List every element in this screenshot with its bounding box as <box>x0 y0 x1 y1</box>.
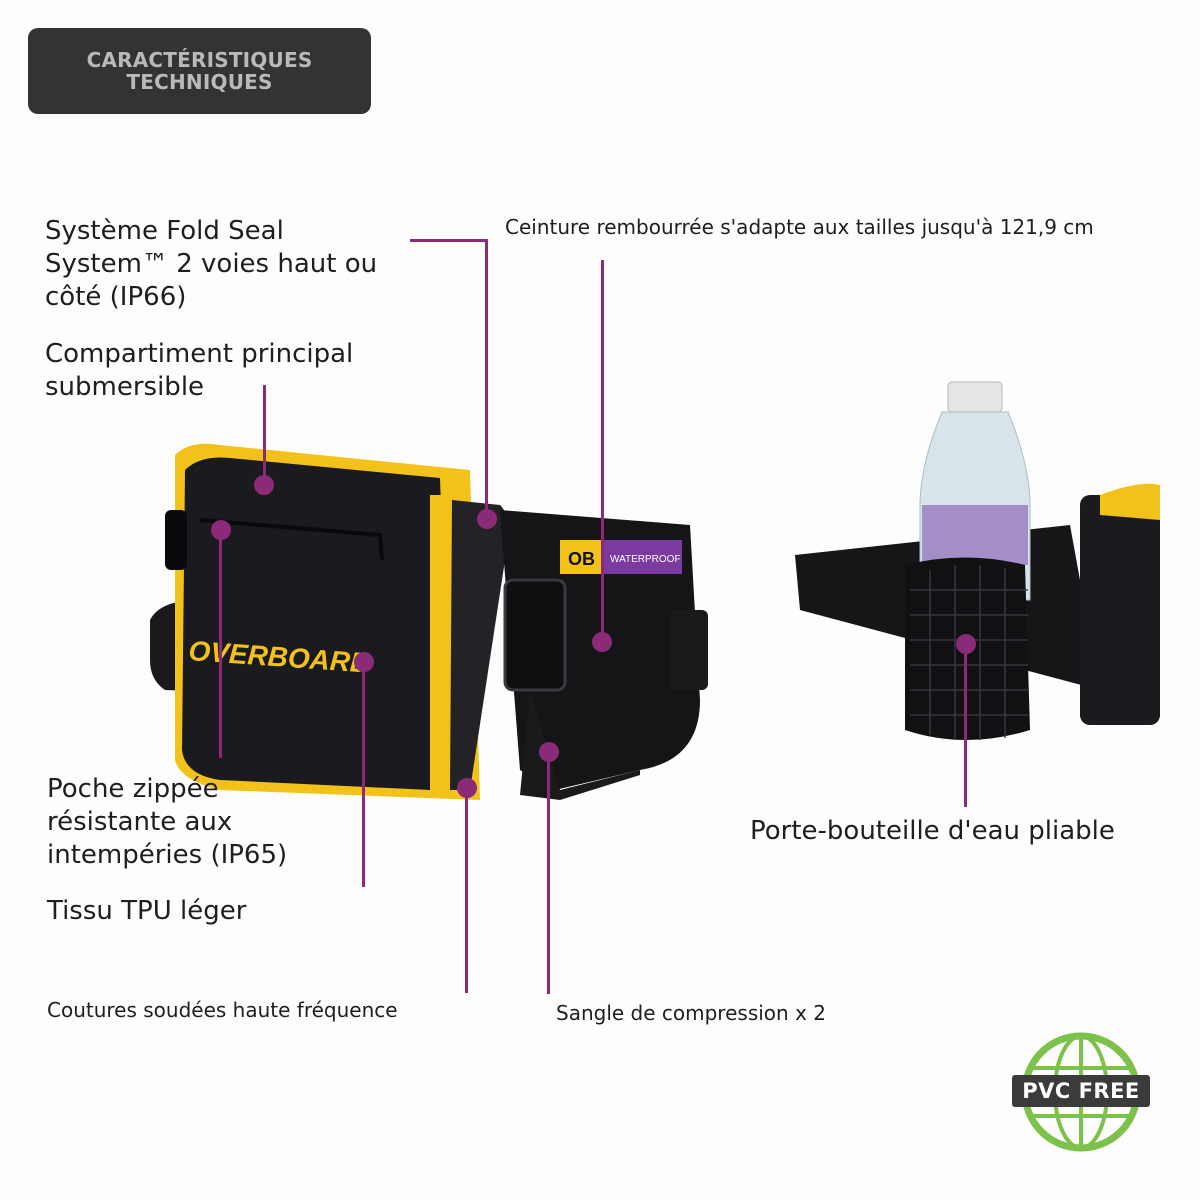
right-bag-body <box>1080 495 1160 725</box>
bag-main-body <box>182 457 450 790</box>
callout-line-bottle <box>964 645 967 807</box>
label-bottle-holder: Porte-bouteille d'eau pliable <box>750 816 1115 846</box>
label-fold-seal-line-1: Système Fold Seal <box>45 216 284 246</box>
callout-dot-belt <box>592 632 612 652</box>
label-compartment-line-2: submersible <box>45 372 205 402</box>
pvc-free-badge: PVC FREE <box>1012 1075 1150 1107</box>
callout-line-belt <box>601 260 604 640</box>
badge-line-1: CARACTÉRISTIQUES <box>86 48 313 72</box>
label-zip-pocket: Poche zippée résistante aux intempéries … <box>47 773 287 872</box>
label-zip-line-2: résistante aux <box>47 807 233 837</box>
label-compartment-line-1: Compartiment principal <box>45 339 354 369</box>
zipper-line <box>199 518 384 561</box>
callout-line-fold-seal-h <box>410 239 488 242</box>
right-bag-yellow <box>1100 483 1160 520</box>
callout-dot-tpu <box>354 652 374 672</box>
callout-line-strap <box>547 752 550 994</box>
label-zip-line-1: Poche zippée <box>47 774 219 804</box>
label-fold-seal-line-3: côté (IP66) <box>45 282 187 312</box>
label-main-compartment: Compartiment principal submersible <box>45 338 353 404</box>
bottle-label <box>922 505 1028 565</box>
callout-dot-zip <box>211 520 231 540</box>
callout-dot-fold-seal <box>477 509 497 529</box>
callout-line-seams <box>465 788 468 993</box>
tag-purple <box>602 540 682 574</box>
callout-line-tpu <box>362 662 365 887</box>
label-tpu: Tissu TPU léger <box>47 896 247 926</box>
side-strap <box>670 610 708 690</box>
label-fold-seal: Système Fold Seal System™ 2 voies haut o… <box>45 215 377 314</box>
callout-dot-bottle <box>956 634 976 654</box>
label-fold-seal-line-2: System™ 2 voies haut ou <box>45 249 378 279</box>
badge-line-2: TECHNIQUES <box>126 70 273 94</box>
callout-dot-compartment <box>254 475 274 495</box>
label-belt: Ceinture rembourrée s'adapte aux tailles… <box>505 215 1094 239</box>
tag-word-text: WATERPROOF <box>610 554 681 565</box>
zipper-pull <box>165 510 187 570</box>
label-strap: Sangle de compression x 2 <box>556 1001 826 1025</box>
bag-seam-stripe <box>430 495 452 795</box>
callout-dot-seams <box>457 778 477 798</box>
label-seams: Coutures soudées haute fréquence <box>47 998 398 1022</box>
callout-line-fold-seal-v <box>485 239 488 519</box>
section-title-badge: CARACTÉRISTIQUES TECHNIQUES <box>28 28 371 114</box>
tag-yellow <box>560 540 602 574</box>
callout-line-zip <box>219 530 222 758</box>
callout-line-compartment <box>263 385 266 485</box>
tag-logo-text: OB <box>568 549 595 569</box>
label-zip-line-3: intempéries (IP65) <box>47 840 288 870</box>
callout-dot-strap <box>539 742 559 762</box>
bottle-cap <box>947 381 1003 413</box>
bag-roll-top <box>450 500 509 790</box>
compression-strap <box>520 690 640 800</box>
buckle <box>503 578 567 692</box>
